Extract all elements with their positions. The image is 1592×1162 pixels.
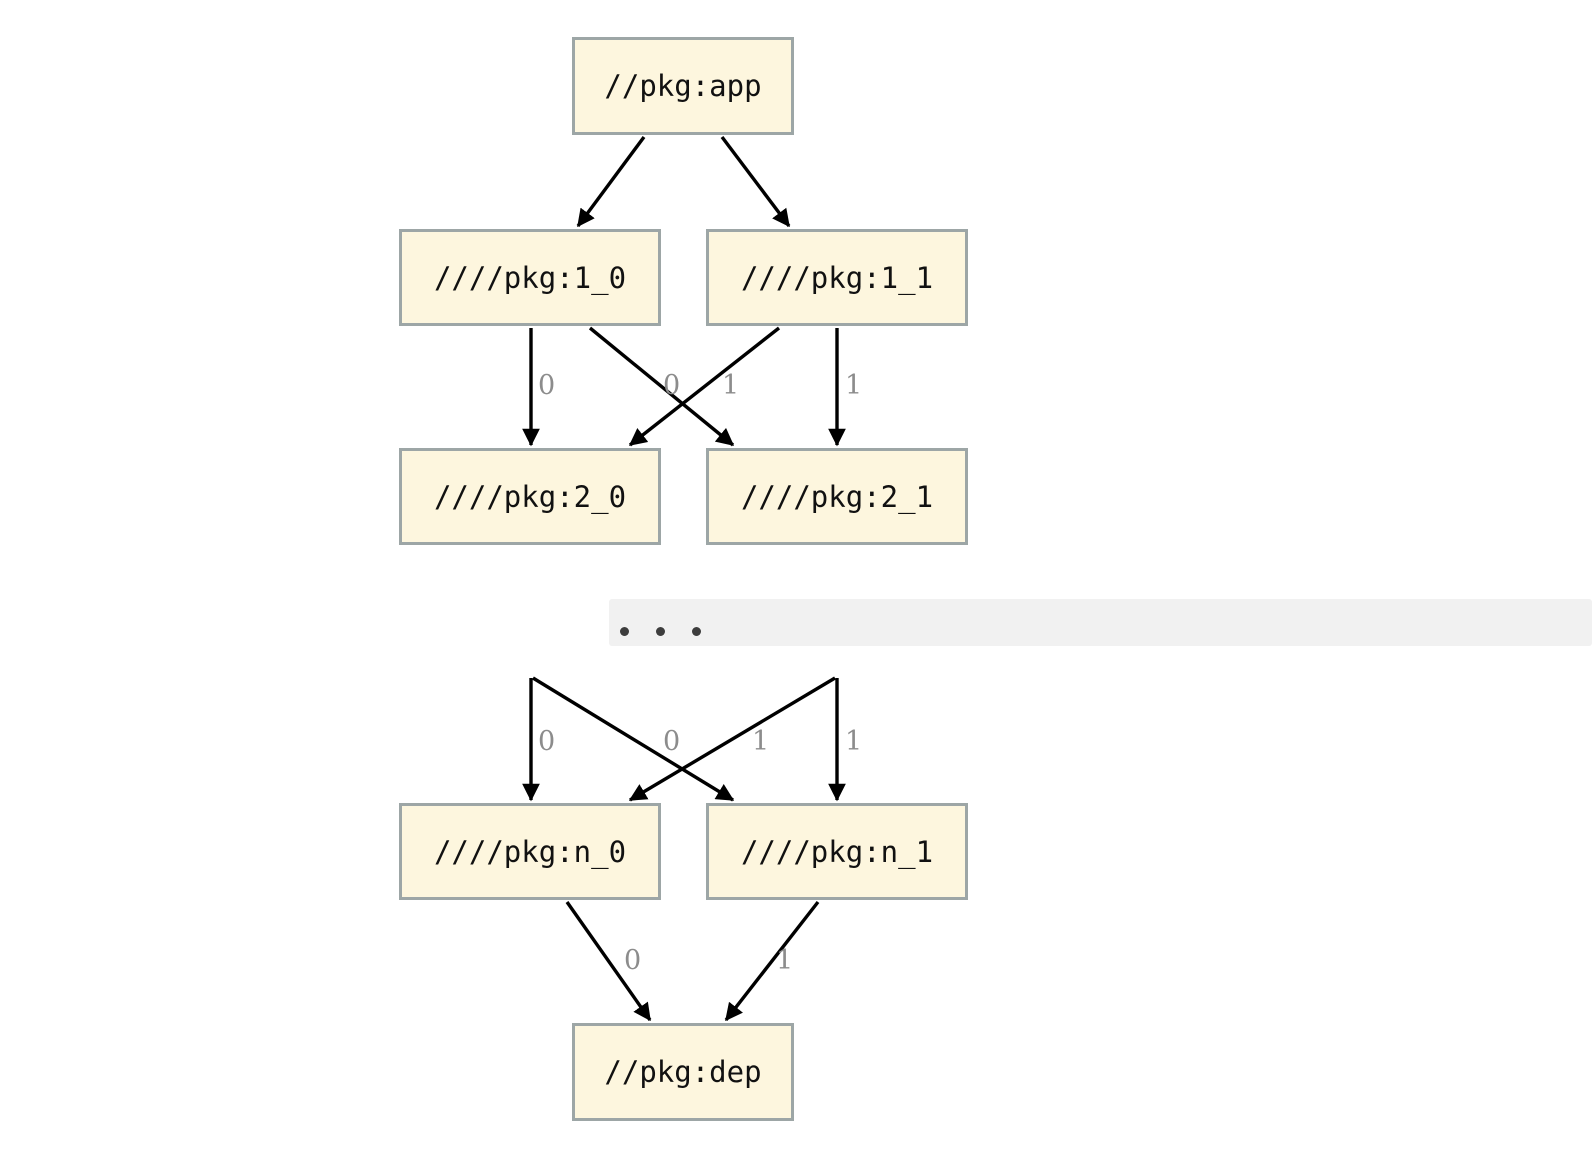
edge-e-n_1-dep <box>724 900 820 1022</box>
ellipsis-dot <box>692 627 701 636</box>
node-app[interactable]: //pkg:app <box>572 37 794 135</box>
node-ln_0[interactable]: ////pkg:n_0 <box>399 803 661 900</box>
node-label: //pkg:dep <box>604 1055 762 1089</box>
ellipsis-separator-band <box>609 599 1592 646</box>
edge-label-e-1_0-2_0: 0 <box>538 370 556 401</box>
node-label: ////pkg:1_0 <box>433 260 627 295</box>
edge-e-top-n_1 <box>532 676 735 802</box>
edge-label-e-n_0-dep: 0 <box>624 945 642 976</box>
node-label: ////pkg:n_0 <box>433 834 627 869</box>
node-l1_0[interactable]: ////pkg:1_0 <box>399 229 661 326</box>
ellipsis-dot <box>656 627 665 636</box>
edge-label-e-top-n_1: 0 <box>663 726 681 757</box>
edge-label-e-1_1-2_1: 1 <box>845 370 863 401</box>
node-l2_0[interactable]: ////pkg:2_0 <box>399 448 661 545</box>
edge-e-n_0-dep <box>565 901 652 1022</box>
node-ln_1[interactable]: ////pkg:n_1 <box>706 803 968 900</box>
edge-label-e-topr-n_0: 1 <box>752 726 770 757</box>
node-label: ////pkg:2_0 <box>433 479 627 514</box>
edge-e-app-1_0 <box>576 135 646 228</box>
node-l2_1[interactable]: ////pkg:2_1 <box>706 448 968 545</box>
ellipsis-dots <box>620 627 728 636</box>
edges-group <box>522 135 846 1022</box>
ellipsis-dot <box>620 627 629 636</box>
edge-label-e-1_1-2_0: 1 <box>722 370 740 401</box>
edge-e-app-1_1 <box>720 135 791 228</box>
node-label: ////pkg:1_1 <box>740 260 934 295</box>
edge-e-topr-n_0 <box>628 676 836 802</box>
edge-e-1_1-2_0 <box>628 326 781 447</box>
edge-label-e-topr-n_1: 1 <box>845 726 863 757</box>
edge-label-e-1_0-2_1: 0 <box>663 370 681 401</box>
edge-label-e-top-n_0: 0 <box>538 726 556 757</box>
edge-label-e-n_1-dep: 1 <box>776 945 794 976</box>
node-label: ////pkg:2_1 <box>740 479 934 514</box>
node-l1_1[interactable]: ////pkg:1_1 <box>706 229 968 326</box>
edge-e-1_0-2_1 <box>588 326 735 447</box>
node-label: //pkg:app <box>604 69 762 103</box>
node-label: ////pkg:n_1 <box>740 834 934 869</box>
node-dep[interactable]: //pkg:dep <box>572 1023 794 1121</box>
